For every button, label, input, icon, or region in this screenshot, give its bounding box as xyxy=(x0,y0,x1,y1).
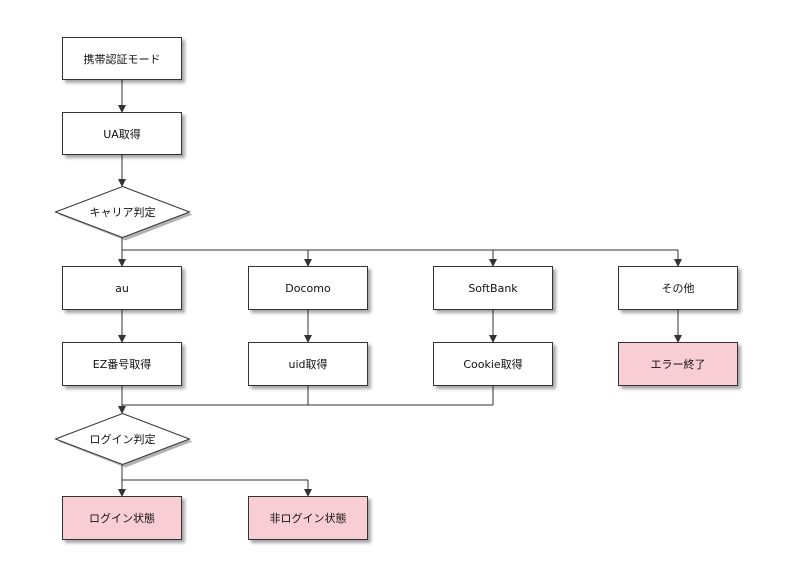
get-ua-node: UA取得 xyxy=(62,112,182,155)
login-check-diamond-shape xyxy=(54,412,193,468)
other-node-label: その他 xyxy=(661,282,695,295)
login-check-label: ログイン判定 xyxy=(89,433,156,446)
get-ez-node-label: EZ番号取得 xyxy=(92,358,152,371)
start-node: 携帯認証モード xyxy=(62,37,182,80)
softbank-node: SoftBank xyxy=(433,266,553,310)
other-node: その他 xyxy=(618,266,738,310)
error-end-node-label: エラー終了 xyxy=(650,358,706,371)
softbank-node-label: SoftBank xyxy=(468,281,518,295)
not-logged-in-node-label: 非ログイン状態 xyxy=(269,512,347,525)
carrier-check-label: キャリア判定 xyxy=(89,206,156,219)
docomo-node-label: Docomo xyxy=(285,281,331,295)
get-ua-node-label: UA取得 xyxy=(103,127,141,141)
error-end-node: エラー終了 xyxy=(618,342,738,386)
get-cookie-node-label: Cookie取得 xyxy=(463,358,523,371)
start-node-label: 携帯認証モード xyxy=(83,52,161,66)
not-logged-in-node: 非ログイン状態 xyxy=(248,496,368,540)
get-cookie-node: Cookie取得 xyxy=(433,342,553,386)
au-node-label: au xyxy=(115,281,129,295)
carrier-check-decision: キャリア判定 xyxy=(54,185,193,241)
logged-in-node-label: ログイン状態 xyxy=(89,512,155,525)
logged-in-node: ログイン状態 xyxy=(62,496,182,540)
au-node: au xyxy=(62,266,182,310)
carrier-check-diamond-shape xyxy=(54,185,193,241)
get-uid-node-label: uid取得 xyxy=(288,358,328,371)
login-check-decision: ログイン判定 xyxy=(54,412,193,468)
get-uid-node: uid取得 xyxy=(248,342,368,386)
docomo-node: Docomo xyxy=(248,266,368,310)
get-ez-node: EZ番号取得 xyxy=(62,342,182,386)
